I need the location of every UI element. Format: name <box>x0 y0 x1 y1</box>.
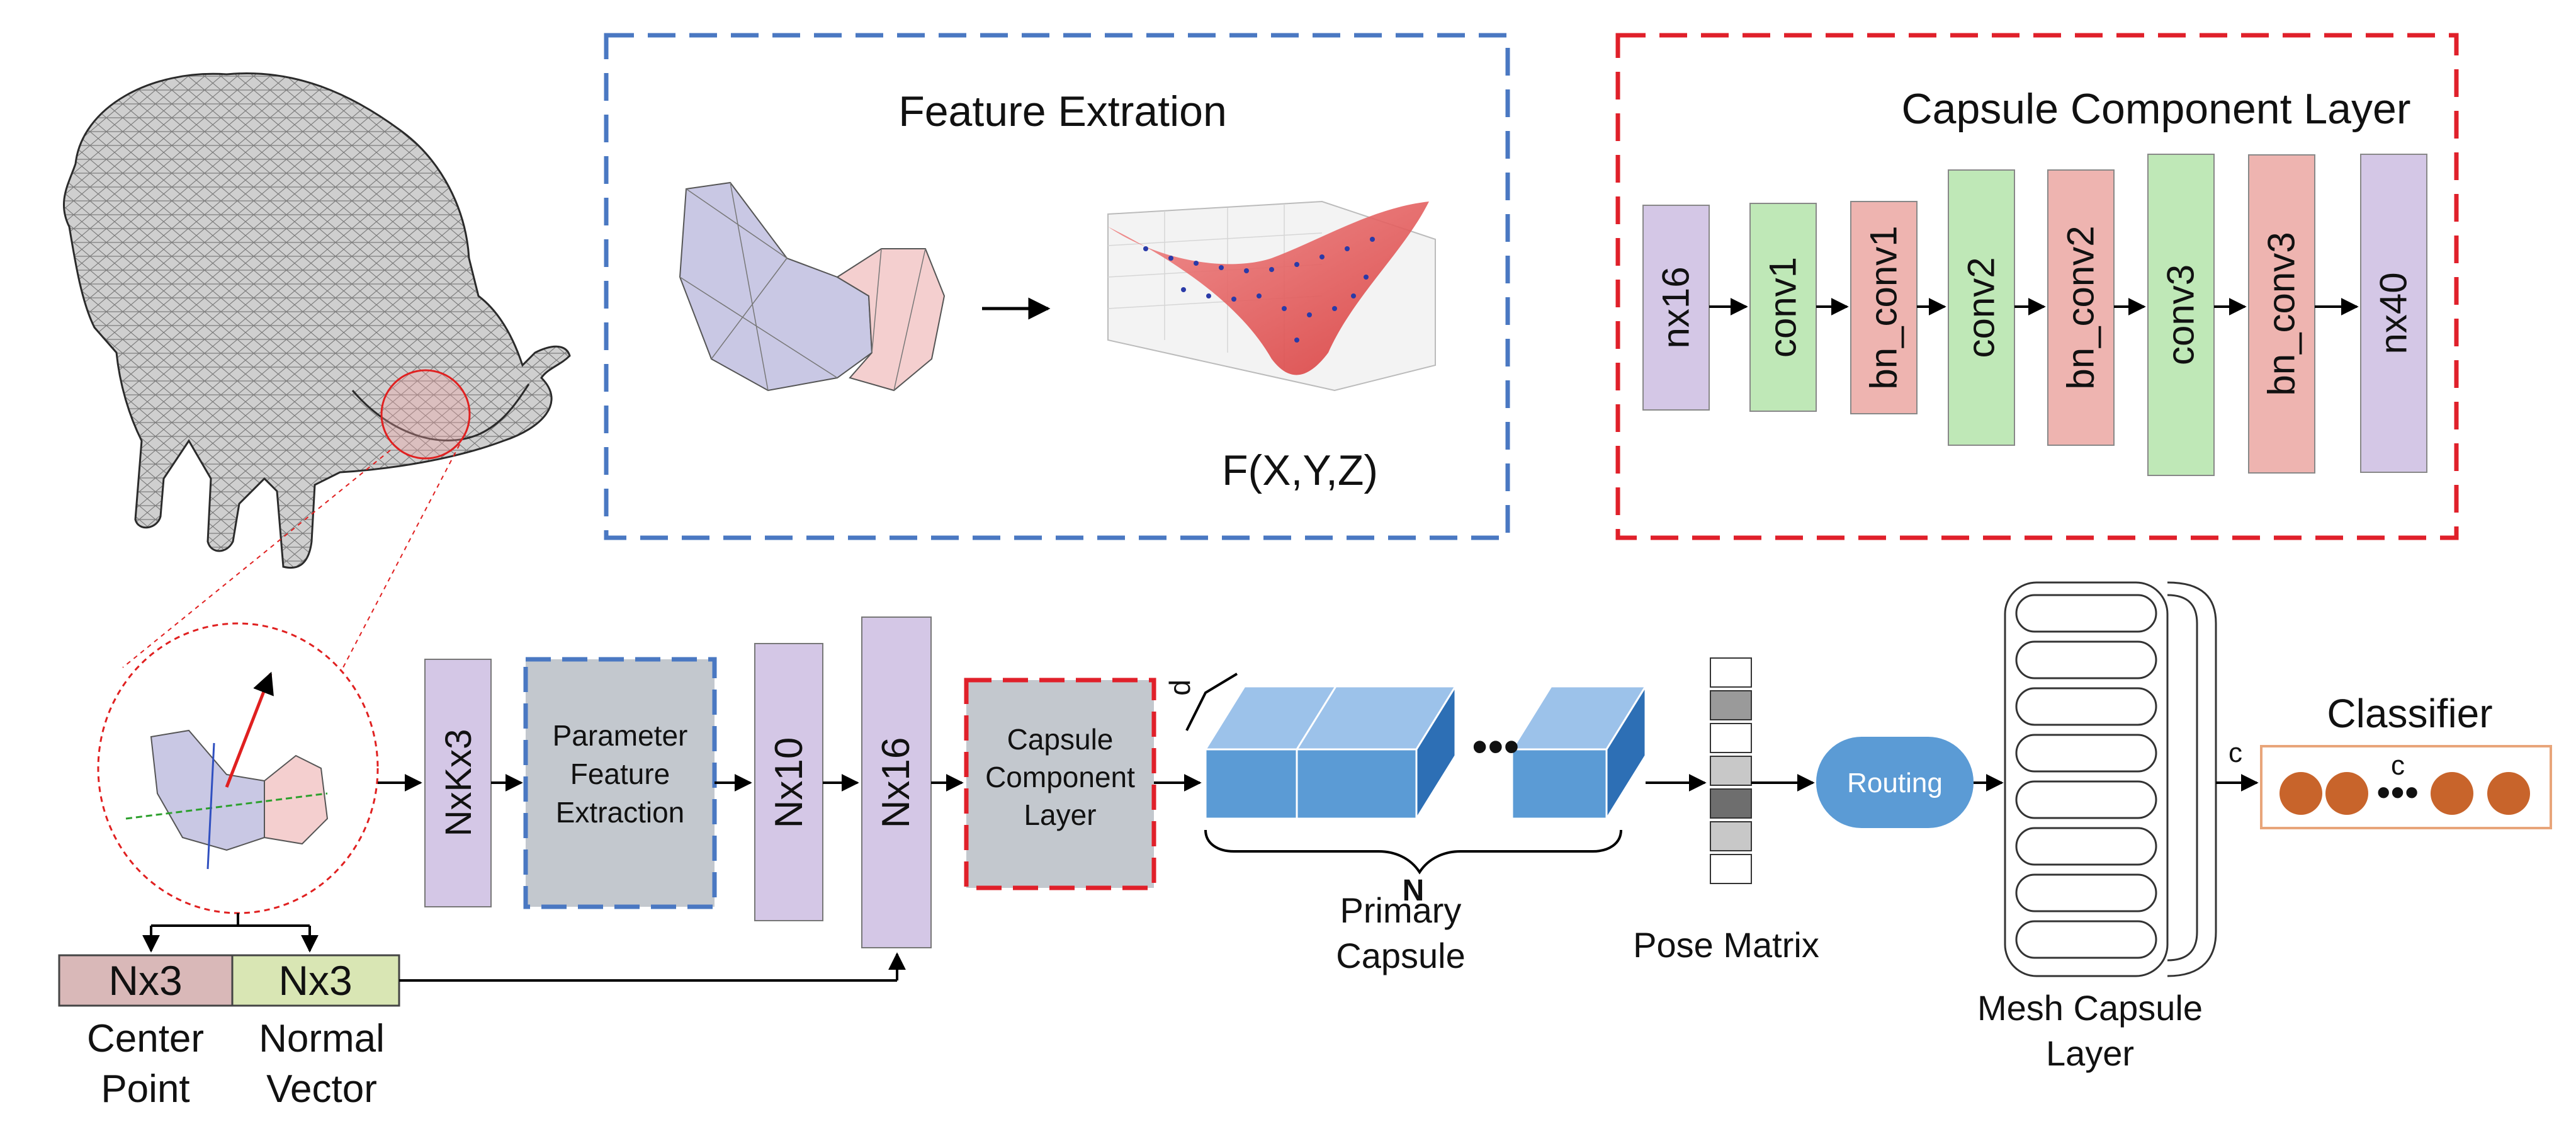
mesh-capsule-layer <box>2004 581 2217 977</box>
normal-vector-caption-1: Normal <box>259 1017 385 1060</box>
pose-matrix-label: Pose Matrix <box>1633 925 1819 965</box>
classifier-dot-4 <box>2487 772 2530 815</box>
nx10-label: Nx10 <box>767 737 811 829</box>
feature-panel-title: Feature Extration <box>898 88 1227 135</box>
center-point-caption-1: Center <box>87 1017 204 1060</box>
capsule-component-blocks: nx16 conv1 bn_conv1 conv2 bn_conv2 conv3 bn_co… <box>1642 154 2427 476</box>
input-patch-circle <box>97 622 379 914</box>
mesh-capsule-slot <box>2015 827 2157 866</box>
pose-matrix-cell <box>1710 788 1752 819</box>
primary-capsule-ellipsis: ••• <box>1472 722 1520 772</box>
normal-vector-box-label: Nx3 <box>278 957 352 1004</box>
mesh-capsule-slot <box>2015 687 2157 726</box>
nxkx3-block <box>424 659 492 907</box>
ccl-block-label: nx16 <box>1655 266 1697 348</box>
highlight-region-circle <box>380 369 471 460</box>
normal-vector-box <box>231 954 400 1007</box>
ccl-block-label: bn_conv2 <box>2060 225 2102 389</box>
ccl-block-nx40 <box>2360 154 2427 473</box>
ccl-block-bn-conv1 <box>1850 201 1918 414</box>
ccl-block-label: nx40 <box>2373 272 2415 354</box>
mesh-capsule-label-1: Mesh Capsule <box>1977 988 2203 1028</box>
function-label: F(X,Y,Z) <box>1222 446 1378 494</box>
classifier-dot-1 <box>2279 772 2322 815</box>
ccl-block-label: conv2 <box>1960 257 2003 358</box>
primary-capsule-label-2: Capsule <box>1336 936 1465 975</box>
feature-extraction-panel <box>604 33 1510 540</box>
ccl-block-conv2 <box>1948 169 2015 446</box>
ccl-block-conv1 <box>1749 203 1817 412</box>
c-outer-label: c <box>2229 737 2242 768</box>
routing-block <box>1816 737 1974 828</box>
ccl-block-bn-conv3 <box>2248 154 2315 474</box>
ccl-block-nx16 <box>1642 205 1710 411</box>
capsule-component-line-3: Layer <box>1024 798 1096 831</box>
pose-matrix-cell <box>1710 723 1752 753</box>
capsule-component-panel <box>1615 33 2459 540</box>
surface-fit-plot-image <box>1107 200 1436 392</box>
pose-matrix-cell <box>1710 821 1752 851</box>
mesh-capsule-slot <box>2015 734 2157 773</box>
param-extraction-line-2: Feature <box>570 758 670 790</box>
ccl-block-label: bn_conv1 <box>1863 225 1905 389</box>
nx16-block <box>861 616 932 948</box>
capsule-component-block <box>964 678 1156 890</box>
mesh-capsule-slot <box>2015 594 2157 633</box>
capsule-panel-title: Capsule Component Layer <box>1902 85 2411 133</box>
center-point-box <box>58 954 234 1007</box>
depth-label: d <box>1163 679 1196 696</box>
nxkx3-label: NxKx3 <box>438 729 479 837</box>
classifier-title: Classifier <box>2327 691 2492 736</box>
routing-label: Routing <box>1847 768 1943 798</box>
ccl-block-label: conv1 <box>1762 257 1804 358</box>
param-extraction-line-1: Parameter <box>553 719 688 752</box>
capsule-component-line-2: Component <box>985 761 1135 793</box>
n-label: N <box>1403 874 1425 907</box>
mesh-capsule-label-2: Layer <box>2046 1033 2134 1073</box>
pose-matrix-cell <box>1710 690 1752 720</box>
local-mesh-patch-image <box>679 181 946 392</box>
nx10-block <box>754 643 823 921</box>
mesh-capsule-slot <box>2015 780 2157 819</box>
pose-matrix-cell <box>1710 854 1752 884</box>
pose-matrix-cell <box>1710 657 1752 688</box>
ccl-block-bn-conv2 <box>2047 169 2115 446</box>
primary-capsule-label-1: Primary <box>1340 890 1462 930</box>
ccl-block-conv3 <box>2147 154 2215 476</box>
classifier-dot-3 <box>2431 772 2473 815</box>
param-extraction-line-3: Extraction <box>556 796 685 829</box>
primary-capsule-cubes <box>1204 683 1647 822</box>
capsule-component-line-1: Capsule <box>1007 723 1114 756</box>
mesh-capsule-slot <box>2015 873 2157 912</box>
mesh-capsule-slot <box>2015 640 2157 679</box>
pose-matrix-cell <box>1710 756 1752 786</box>
c-inner-label: c <box>2391 750 2405 781</box>
mesh-capsule-slot <box>2015 920 2157 959</box>
classifier-dot-2 <box>2325 772 2368 815</box>
pose-matrix-column <box>1710 657 1752 884</box>
nx16-label: Nx16 <box>874 737 918 829</box>
elephant-mesh-image <box>63 72 571 569</box>
normal-vector-caption-2: Vector <box>266 1067 377 1111</box>
center-point-box-label: Nx3 <box>108 957 182 1004</box>
center-point-caption-2: Point <box>101 1067 189 1111</box>
parameter-feature-extraction-block <box>523 657 717 909</box>
classifier-ellipsis: ••• <box>2376 770 2419 815</box>
ccl-block-label: bn_conv3 <box>2261 232 2303 395</box>
input-patch-image <box>125 671 329 870</box>
ccl-block-label: conv3 <box>2160 264 2202 365</box>
